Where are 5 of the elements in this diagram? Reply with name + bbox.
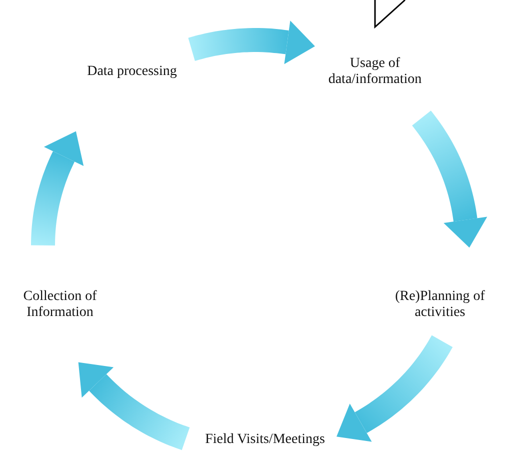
cycle-step-label: Collection of Information [0, 289, 120, 321]
cycle-step-label: Field Visits/Meetings [205, 432, 325, 448]
cycle-step-label: Usage of data/information [315, 56, 435, 88]
cycle-step-label: Data processing [62, 64, 202, 80]
cycle-step-label: (Re)Planning of activities [370, 289, 505, 321]
